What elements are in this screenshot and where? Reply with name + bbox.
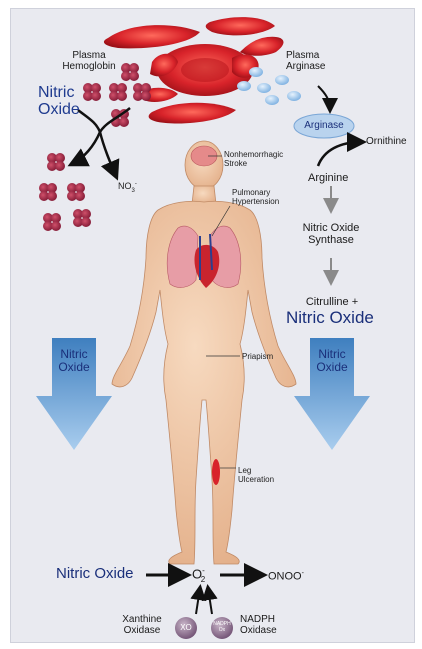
leg-ulcer	[212, 459, 220, 485]
xo-up-arrow	[196, 588, 200, 614]
ornithine-label: Ornithine	[366, 136, 407, 148]
arginase-arrow	[318, 86, 330, 110]
superoxide-label: O-2	[192, 564, 205, 587]
ornithine-arrow	[318, 142, 362, 166]
arginase-label: Arginase	[294, 120, 354, 131]
nadph-up-arrow	[208, 588, 212, 614]
priapism-label: Priapism	[242, 352, 273, 361]
nitric-oxide-right-label: Nitric Oxide	[286, 309, 374, 327]
nitrate-label: NO3-	[118, 180, 137, 196]
bottom-nitric-oxide-label: Nitric Oxide	[56, 566, 134, 582]
peroxynitrite-label: ONOO-	[268, 568, 304, 583]
xo-badge: XO	[176, 623, 196, 632]
citrulline-label: Citrulline +	[300, 296, 364, 308]
arginine-label: Arginine	[308, 172, 348, 184]
